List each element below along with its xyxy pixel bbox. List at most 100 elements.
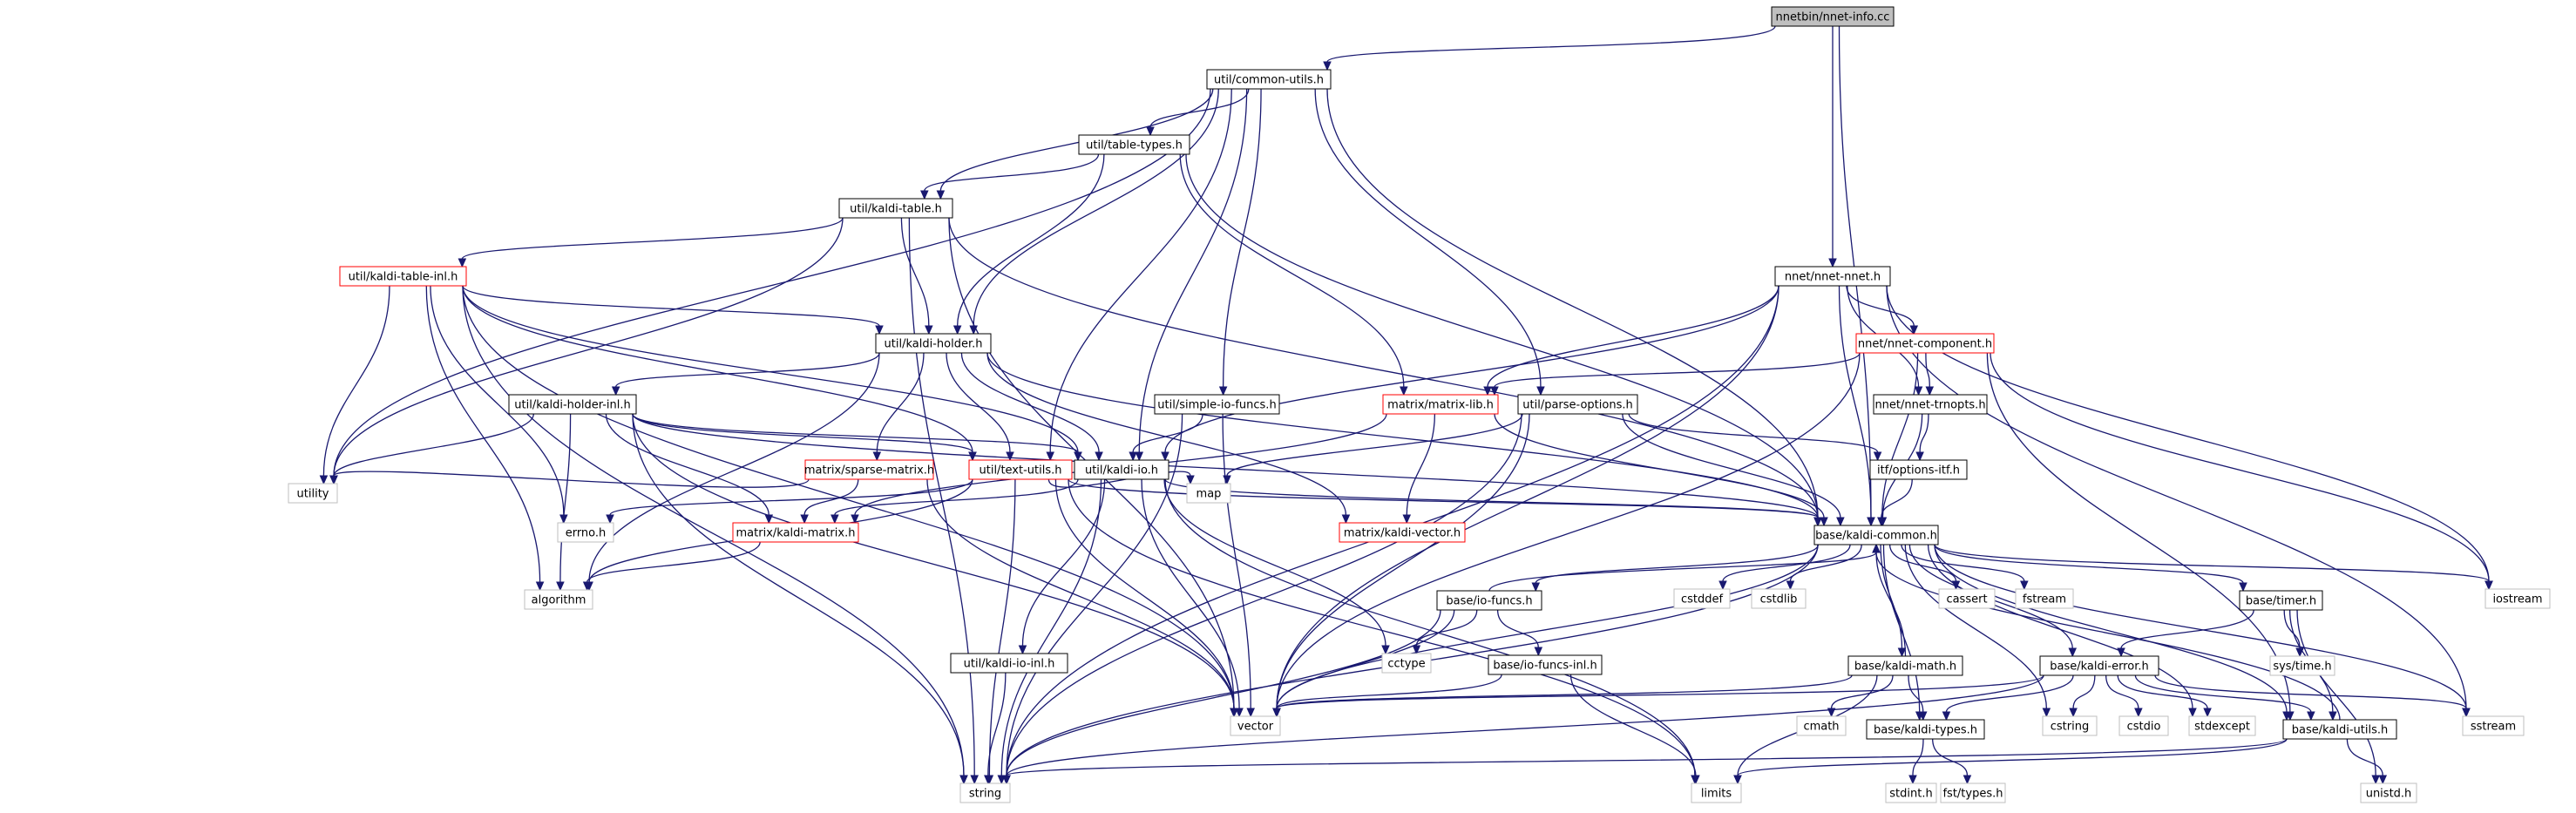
arrowhead-kaldi-table-to-string — [970, 775, 979, 785]
node-cstdio: cstdio — [2118, 715, 2169, 736]
arrowhead-kaldi-error-to-cstdio — [2134, 708, 2143, 718]
edge-nnet-component-to-kaldi-common — [1881, 352, 1919, 518]
arrowhead-simple-io-funcs-to-vector — [1246, 708, 1255, 718]
edge-kaldi-io-to-string — [1000, 478, 1102, 776]
node-box-simple-io-funcs — [1154, 394, 1280, 415]
node-nnet-info[interactable]: nnetbin/nnet-info.cc — [1771, 6, 1895, 27]
arrowhead-timer-to-sys-time — [2295, 647, 2304, 658]
node-stdexcept: stdexcept — [2188, 715, 2256, 736]
node-kaldi-table-inl[interactable]: util/kaldi-table-inl.h — [339, 266, 467, 287]
node-box-errno — [557, 522, 614, 543]
edge-kaldi-common-to-io-funcs — [1535, 544, 1820, 584]
edge-io-funcs-to-vector — [1276, 609, 1455, 709]
arrowhead-kaldi-holder-to-sparse-matrix — [872, 451, 882, 462]
arrowhead-kaldi-types-to-stdint — [1908, 775, 1917, 785]
edge-kaldi-io-to-kaldi-io-inl — [1021, 478, 1106, 647]
node-box-stdint — [1885, 783, 1937, 803]
node-kaldi-utils[interactable]: base/kaldi-utils.h — [2282, 719, 2397, 740]
node-kaldi-common[interactable]: base/kaldi-common.h — [1813, 525, 1939, 545]
arrowhead-io-funcs-inl-to-limits — [1691, 775, 1700, 785]
edge-nnet-nnet-to-kaldi-common — [1838, 285, 1872, 518]
node-parse-options[interactable]: util/parse-options.h — [1517, 394, 1638, 415]
node-label-kaldi-io-inl: util/kaldi-io-inl.h — [964, 658, 1055, 671]
edge-kaldi-math-to-kaldi-common — [1875, 552, 1907, 657]
node-kaldi-vector[interactable]: matrix/kaldi-vector.h — [1339, 522, 1466, 543]
node-box-kaldi-common — [1813, 525, 1939, 545]
node-nnet-component[interactable]: nnet/nnet-component.h — [1855, 333, 1995, 354]
edge-kaldi-holder-inl-to-vector — [632, 413, 1235, 709]
node-sparse-matrix[interactable]: matrix/sparse-matrix.h — [804, 459, 934, 480]
edge-kaldi-table-to-utility — [333, 217, 844, 477]
node-matrix-lib[interactable]: matrix/matrix-lib.h — [1382, 394, 1499, 415]
edge-common-utils-to-parse-options — [1314, 88, 1542, 388]
node-box-sys-time — [2269, 655, 2335, 676]
node-kaldi-io-inl[interactable]: util/kaldi-io-inl.h — [950, 653, 1068, 674]
edge-nnet-nnet-to-sstream — [1886, 285, 2467, 709]
edge-kaldi-utils-to-string — [1006, 738, 2288, 776]
edge-kaldi-holder-to-kaldi-holder-inl — [615, 352, 880, 388]
node-box-cstring — [2042, 715, 2098, 736]
node-label-vector: vector — [1237, 721, 1274, 734]
node-box-cstdlib — [1751, 588, 1807, 609]
node-kaldi-holder[interactable]: util/kaldi-holder.h — [875, 333, 992, 354]
edge-common-utils-to-kaldi-io — [1138, 88, 1248, 453]
edge-nnet-info-to-common-utils — [1326, 25, 1776, 63]
edge-parse-options-to-map — [1226, 413, 1523, 477]
edge-table-types-to-kaldi-common — [1185, 153, 1819, 518]
node-common-utils[interactable]: util/common-utils.h — [1206, 69, 1332, 90]
arrowhead-kaldi-common-to-cstring — [2042, 708, 2051, 718]
node-label-options-itf: itf/options-itf.h — [1877, 464, 1960, 478]
edge-kaldi-holder-to-text-utils — [946, 352, 1011, 453]
edge-kaldi-table-inl-to-algorithm — [425, 285, 541, 583]
edge-kaldi-holder-to-kaldi-vector — [986, 352, 1347, 516]
arrowhead-common-utils-to-kaldi-io — [1135, 451, 1144, 462]
arrowhead-kaldi-error-to-sstream — [2462, 708, 2471, 718]
arrowhead-kaldi-common-to-iostream — [2484, 580, 2493, 591]
node-nnet-trnopts[interactable]: nnet/nnet-trnopts.h — [1873, 394, 1988, 415]
node-label-text-utils: util/text-utils.h — [980, 464, 1062, 478]
arrowhead-kaldi-holder-to-kaldi-io — [1095, 451, 1103, 462]
node-io-funcs-inl[interactable]: base/io-funcs-inl.h — [1488, 654, 1603, 675]
node-simple-io-funcs[interactable]: util/simple-io-funcs.h — [1154, 394, 1280, 415]
arrowhead-kaldi-io-to-string — [997, 775, 1007, 785]
edge-kaldi-io-to-kaldi-matrix — [834, 478, 1079, 516]
edge-matrix-lib-to-kaldi-common — [1494, 413, 1825, 518]
edge-kaldi-table-to-string — [908, 217, 975, 776]
edge-kaldi-error-to-kaldi-types — [1945, 674, 2074, 713]
node-kaldi-matrix[interactable]: matrix/kaldi-matrix.h — [732, 522, 859, 543]
edge-table-types-to-kaldi-holder — [957, 153, 1105, 327]
arrowhead-table-types-to-kaldi-holder — [952, 325, 962, 335]
arrowhead-kaldi-io-to-vector — [1235, 708, 1244, 718]
node-timer[interactable]: base/timer.h — [2239, 590, 2323, 611]
node-label-common-utils: util/common-utils.h — [1214, 74, 1324, 87]
arrowhead-kaldi-common-to-kaldi-math — [1897, 647, 1907, 658]
node-label-simple-io-funcs: util/simple-io-funcs.h — [1157, 399, 1276, 412]
edge-sparse-matrix-to-kaldi-matrix — [803, 478, 859, 516]
node-limits: limits — [1691, 783, 1742, 803]
node-kaldi-math[interactable]: base/kaldi-math.h — [1847, 655, 1963, 676]
node-options-itf[interactable]: itf/options-itf.h — [1869, 459, 1968, 480]
edge-kaldi-common-to-vector — [1276, 544, 1819, 709]
node-box-nnet-component — [1855, 333, 1995, 354]
arrowhead-text-utils-to-vector — [1230, 708, 1238, 718]
node-box-parse-options — [1517, 394, 1638, 415]
node-kaldi-io[interactable]: util/kaldi-io.h — [1074, 459, 1169, 480]
arrowhead-timer-to-kaldi-utils — [2329, 711, 2337, 722]
node-kaldi-error[interactable]: base/kaldi-error.h — [2039, 655, 2159, 676]
edge-kaldi-math-to-vector — [1276, 674, 1853, 709]
node-kaldi-types[interactable]: base/kaldi-types.h — [1866, 719, 1985, 740]
node-nnet-nnet[interactable]: nnet/nnet-nnet.h — [1774, 266, 1891, 287]
node-kaldi-holder-inl[interactable]: util/kaldi-holder-inl.h — [508, 394, 637, 415]
arrowhead-kaldi-common-to-cstdlib — [1786, 580, 1795, 591]
node-table-types[interactable]: util/table-types.h — [1078, 134, 1190, 155]
node-box-kaldi-holder-inl — [508, 394, 637, 415]
node-label-sstream: sstream — [2471, 721, 2516, 734]
edge-kaldi-common-to-kaldi-types — [1882, 544, 1921, 713]
node-label-kaldi-types: base/kaldi-types.h — [1874, 724, 1977, 737]
node-text-utils[interactable]: util/text-utils.h — [968, 459, 1073, 480]
edge-parse-options-to-vector — [1276, 413, 1530, 709]
node-vector: vector — [1230, 715, 1281, 736]
edge-kaldi-types-to-stdint — [1912, 738, 1924, 776]
node-io-funcs[interactable]: base/io-funcs.h — [1436, 590, 1542, 611]
node-kaldi-table[interactable]: util/kaldi-table.h — [838, 198, 953, 219]
